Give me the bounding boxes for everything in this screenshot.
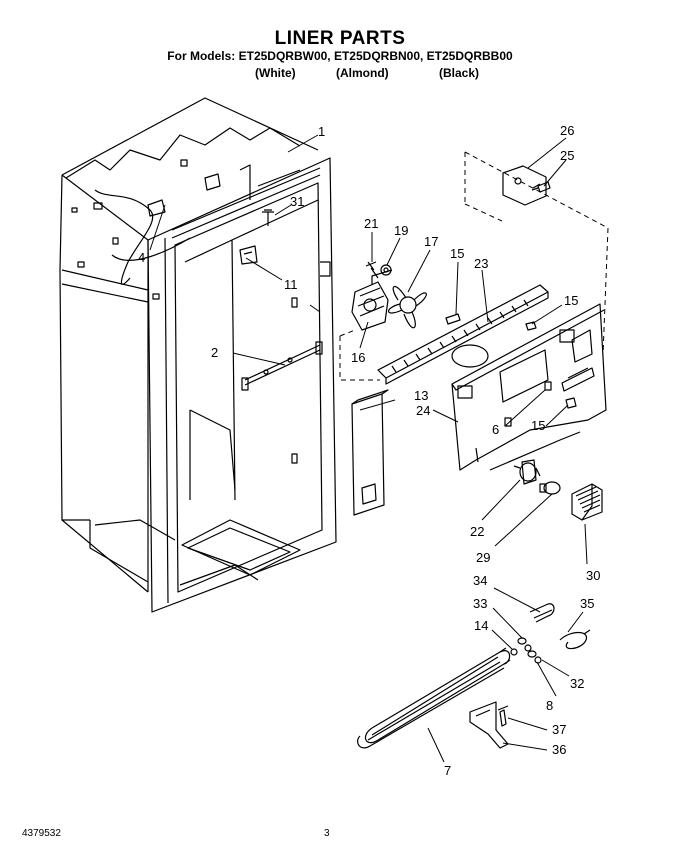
callout-16: 16 xyxy=(351,350,365,365)
cover-plate-part-26 xyxy=(502,165,547,206)
screw-part-15-c xyxy=(565,397,577,409)
socket-part-22 xyxy=(513,459,541,485)
callout-31: 31 xyxy=(290,194,304,209)
callout-6: 6 xyxy=(492,422,499,437)
models-line: For Models: ET25DQRBW00, ET25DQRBN00, ET… xyxy=(167,49,513,63)
leader-lines xyxy=(149,134,588,763)
color-black: (Black) xyxy=(439,66,480,80)
panel-part-24 xyxy=(451,303,607,471)
callout-11: 11 xyxy=(284,277,298,292)
bracket-part-36 xyxy=(469,701,509,749)
color-almond: (Almond) xyxy=(336,66,389,80)
fitting-part-8 xyxy=(527,650,542,664)
callout-23: 23 xyxy=(474,256,488,271)
callout-7: 7 xyxy=(444,763,451,778)
light-shield-part-30 xyxy=(571,483,603,521)
liner-part-1 xyxy=(59,97,337,613)
callout-29: 29 xyxy=(476,550,490,565)
screw-part-25 xyxy=(531,181,551,193)
callout-17: 17 xyxy=(424,234,438,249)
callout-1: 1 xyxy=(318,124,325,139)
phantom-outline xyxy=(339,151,609,381)
document-number: 4379532 xyxy=(22,828,61,839)
callout-2: 2 xyxy=(211,345,218,360)
bulb-part-29 xyxy=(539,481,561,495)
screw-part-37 xyxy=(497,705,509,727)
callout-30: 30 xyxy=(586,568,600,583)
callout-4: 4 xyxy=(138,250,145,265)
screw-part-15-b xyxy=(525,321,537,331)
callout-36: 36 xyxy=(552,742,566,757)
page-title: LINER PARTS xyxy=(274,28,406,49)
clip-part-35 xyxy=(559,629,591,650)
callout-13: 13 xyxy=(414,388,428,403)
callout-labels: 1 2 4 6 7 8 11 13 14 15 15 15 16 17 19 2… xyxy=(138,123,600,778)
callout-21: 21 xyxy=(364,216,378,231)
callout-15-b: 15 xyxy=(564,293,578,308)
grommet-part-19 xyxy=(380,264,392,276)
screw-part-15-a xyxy=(445,313,461,325)
clip-part-34 xyxy=(529,603,555,623)
callout-24: 24 xyxy=(416,403,430,418)
callout-14: 14 xyxy=(474,618,488,633)
callout-22: 22 xyxy=(470,524,484,539)
fan-motor-part-16 xyxy=(351,269,393,331)
fitting-part-33 xyxy=(517,637,527,645)
heater-part-7 xyxy=(357,647,511,749)
callout-15-a: 15 xyxy=(450,246,464,261)
callout-8: 8 xyxy=(546,698,553,713)
color-white: (White) xyxy=(255,66,296,80)
rail-part-23 xyxy=(377,284,549,385)
callout-15-c: 15 xyxy=(531,418,545,433)
callout-19: 19 xyxy=(394,223,408,238)
duct-part-13 xyxy=(351,389,389,516)
callout-35: 35 xyxy=(580,596,594,611)
callout-32: 32 xyxy=(570,676,584,691)
callout-33: 33 xyxy=(473,596,487,611)
fitting-part-14 xyxy=(510,644,532,656)
callout-25: 25 xyxy=(560,148,574,163)
callout-26: 26 xyxy=(560,123,574,138)
fan-blade-part-17 xyxy=(388,286,427,329)
callout-37: 37 xyxy=(552,722,566,737)
callout-34: 34 xyxy=(473,573,487,588)
fan-screw-part-21 xyxy=(365,261,379,279)
page-number: 3 xyxy=(324,828,330,839)
